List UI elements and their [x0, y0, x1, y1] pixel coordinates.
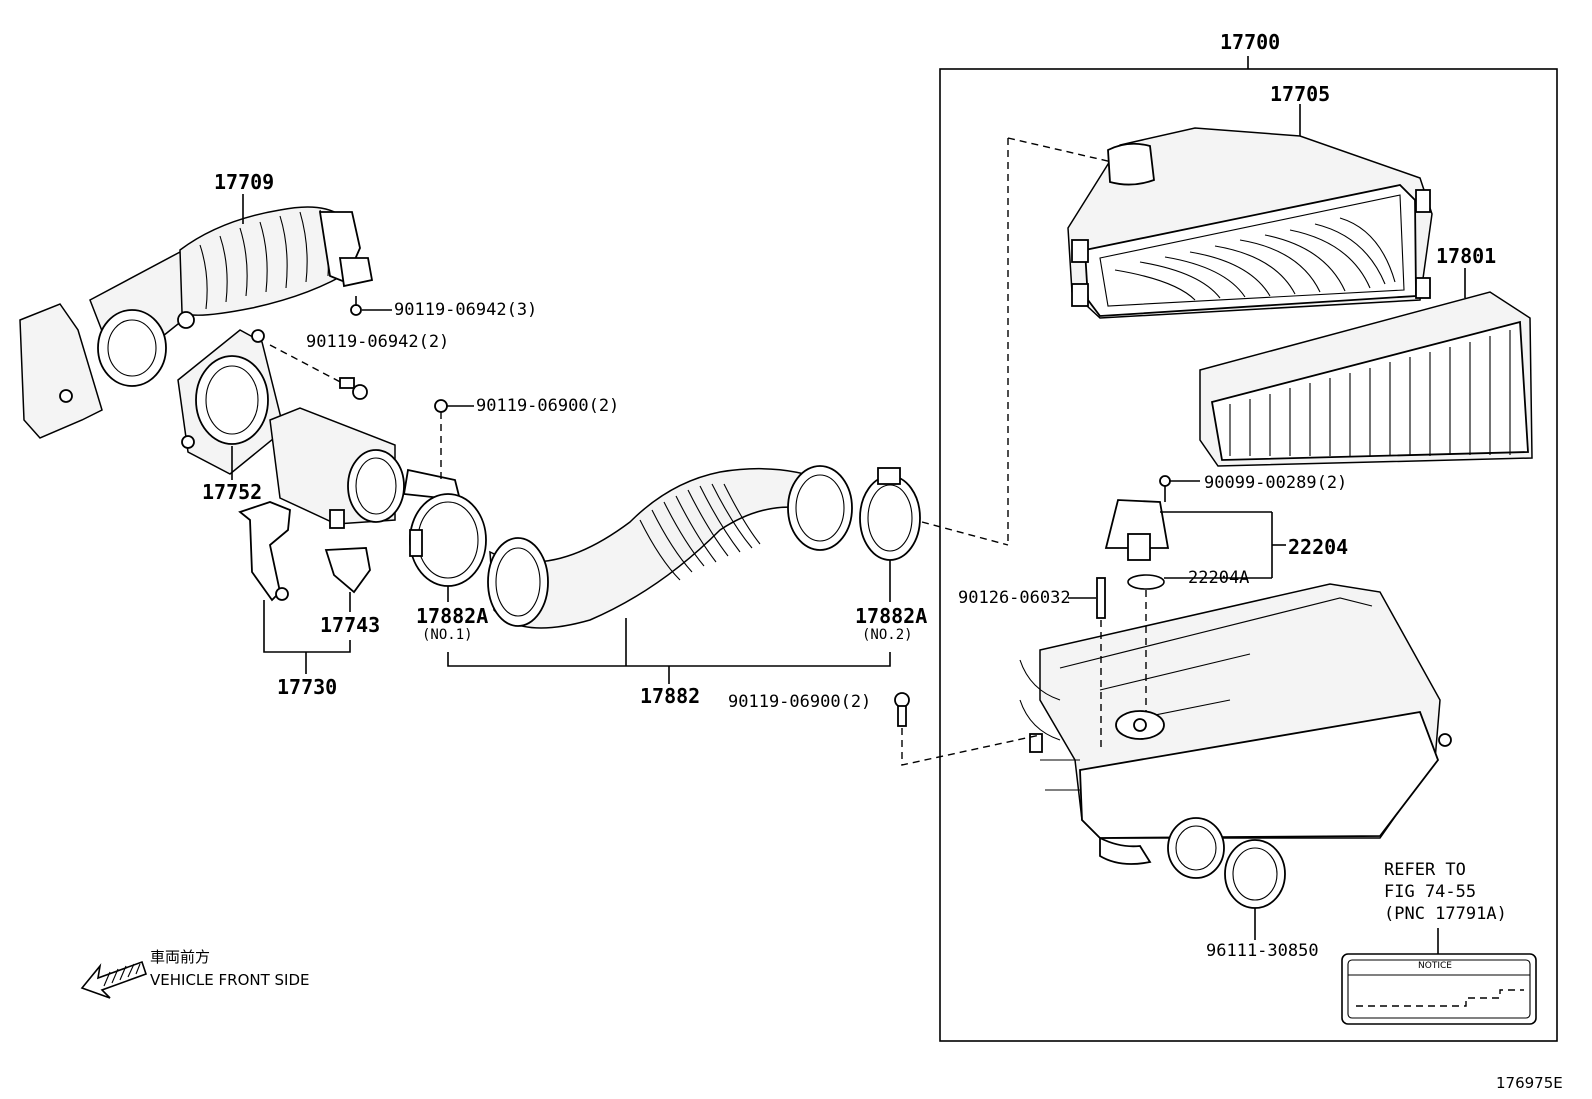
label-17709: 17709: [214, 170, 275, 194]
label-90119-06900-bottom: 90119-06900(2): [728, 692, 872, 712]
label-90099-00289: 90099-00289(2): [1204, 473, 1348, 493]
intake-hose-17882: [487, 465, 853, 629]
intake-duct-17709: [19, 206, 374, 439]
notice-label-art: [1356, 989, 1524, 1007]
clamp-96111-inner: [1232, 847, 1278, 901]
label-17801: 17801: [1436, 244, 1497, 268]
clamp-17882A-no1: [409, 493, 487, 587]
bolt-90119-06900-bottom: [894, 692, 910, 727]
label-17730: 17730: [277, 675, 338, 699]
refer-line-1: REFER TO: [1384, 860, 1466, 880]
clamp-96111-30850: [1224, 839, 1286, 909]
label-22204: 22204: [1288, 535, 1349, 559]
label-17882A-no1: 17882A: [416, 604, 489, 628]
dashed-06900-bottom: [901, 728, 1041, 766]
bolt-90119-06942-3: [350, 296, 362, 316]
adapter-17752: [177, 329, 285, 475]
label-90126-06032: 90126-06032: [958, 588, 1071, 608]
label-17705: 17705: [1270, 82, 1331, 106]
air-cleaner-case: [1019, 499, 1452, 879]
bolt-90099-00289: [1159, 475, 1171, 502]
front-arrow-icon: [80, 960, 148, 999]
dashed-06942-2: [269, 344, 347, 386]
bolt-90119-06900-top: [434, 399, 448, 480]
dashed-leader-cap: [1007, 137, 1113, 545]
arrow-hatch: [103, 963, 141, 987]
label-17700: 17700: [1220, 30, 1281, 54]
direction-jp: 車両前方: [150, 948, 211, 966]
label-17882: 17882: [640, 684, 701, 708]
label-22204A: 22204A: [1188, 568, 1250, 588]
notice-text: NOTICE: [1418, 961, 1452, 971]
direction-en: VEHICLE FRONT SIDE: [150, 971, 310, 989]
label-90119-06942-2: 90119-06942(2): [306, 332, 450, 352]
refer-line-3: (PNC 17791A): [1384, 904, 1507, 924]
notice-label: [1341, 953, 1537, 1025]
figure-id: 176975E: [1496, 1074, 1563, 1092]
clamp-17882A-no2: [859, 467, 921, 561]
refer-line-2: FIG 74-55: [1384, 882, 1477, 902]
bolt-90119-06942-2: [339, 377, 368, 400]
notice-label-inner: [1347, 959, 1531, 1019]
o-ring-22204A: [1127, 574, 1165, 590]
bracket-17882: [447, 652, 891, 667]
bracket-17730: [263, 600, 351, 653]
label-90119-06942-3: 90119-06942(3): [394, 300, 538, 320]
air-filter-element-17801: [1199, 291, 1533, 467]
duct-17730: [238, 407, 462, 602]
label-90119-06900-top: 90119-06900(2): [476, 396, 620, 416]
label-17752: 17752: [202, 480, 263, 504]
air-cleaner-cap-17705: [1067, 127, 1433, 319]
label-17882A-no1-note: (NO.1): [422, 627, 473, 643]
stud-90126-06032: [1096, 577, 1106, 750]
label-17882A-no2-note: (NO.2): [862, 627, 913, 643]
label-96111-30850: 96111-30850: [1206, 941, 1319, 961]
grommet-17743: [324, 547, 371, 594]
label-17882A-no2: 17882A: [855, 604, 928, 628]
dashed-clamp2-to-case: [921, 521, 1009, 546]
label-17743: 17743: [320, 613, 381, 637]
